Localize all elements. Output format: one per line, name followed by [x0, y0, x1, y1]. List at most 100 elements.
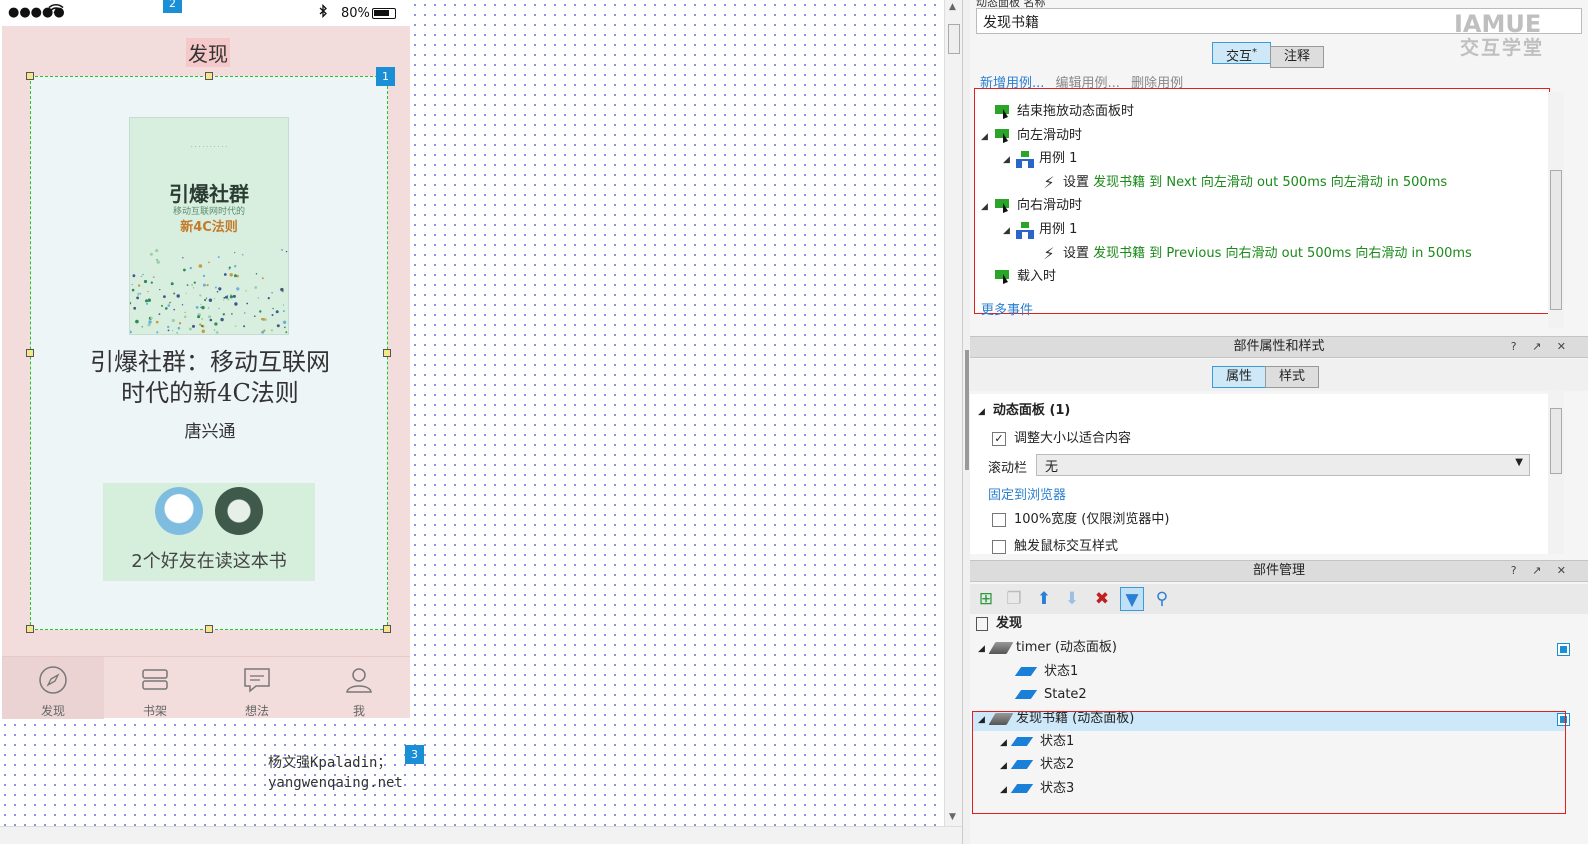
panel-splitter[interactable] — [962, 0, 970, 844]
scroll-thumb[interactable] — [1550, 170, 1562, 310]
canvas-horizontal-scrollbar[interactable] — [0, 826, 962, 844]
outline-state[interactable]: ◢状态1 — [1000, 732, 1074, 752]
scroll-thumb[interactable] — [948, 24, 960, 54]
event-trigger-icon — [993, 197, 1013, 215]
checkbox[interactable] — [992, 512, 1006, 527]
filter-icon[interactable]: ▼ — [1120, 587, 1144, 611]
panel-name-caption: 动态面板 名称 — [976, 0, 1046, 9]
lightning-icon: ⚡ — [1043, 172, 1055, 192]
section-header[interactable]: ◢动态面板 (1) — [978, 403, 1071, 418]
event-item[interactable]: ◢向右滑动时 — [981, 196, 1082, 216]
panel-controls[interactable]: ? ↗ ✕ — [1510, 564, 1572, 577]
checkbox[interactable] — [992, 539, 1006, 554]
event-item[interactable]: 载入时 — [981, 267, 1056, 287]
props-tabs: 属性样式 — [1212, 366, 1320, 390]
resize-handle[interactable] — [383, 625, 391, 633]
event-item[interactable]: ◢向左滑动时 — [981, 126, 1082, 146]
outline-item-discover-book[interactable]: ◢发现书籍 (动态面板) — [978, 709, 1134, 729]
friend-avatar[interactable] — [155, 487, 203, 535]
splitter-grip[interactable] — [965, 350, 969, 470]
resize-handle[interactable] — [26, 349, 34, 357]
scroll-down-icon[interactable]: ▼ — [949, 812, 956, 822]
event-item[interactable]: 结束拖放动态面板时 — [981, 102, 1134, 122]
tab-ideas[interactable]: 想法 — [206, 657, 308, 719]
state-icon — [1014, 690, 1038, 699]
book-title: 引爆社群：移动互联网 时代的新4C法则 — [31, 347, 389, 409]
visibility-toggle[interactable] — [1557, 713, 1570, 726]
collapse-triangle-icon: ◢ — [978, 644, 985, 654]
cover-subtitle: 移动互联网时代的 — [172, 207, 245, 217]
dynamic-panel-icon — [988, 641, 1014, 654]
dynamic-panel-discover-book[interactable]: · · · · · · · · · · 引爆社群 移动互联网时代的 新4C法则 … — [26, 72, 391, 633]
tab-me[interactable]: 我 — [308, 657, 410, 719]
tab-discover[interactable]: 发现 — [2, 657, 104, 719]
visibility-toggle[interactable] — [1557, 643, 1570, 656]
collapse-triangle-icon: ◢ — [981, 202, 988, 212]
case-icon — [1015, 221, 1035, 239]
phone-mockup[interactable]: ●●●●● 80% 2 发现 · · · · · · · · · · 引爆社群 … — [2, 0, 410, 719]
scroll-up-icon[interactable]: ▲ — [949, 2, 956, 12]
outline-state[interactable]: 状态1 — [1014, 662, 1078, 682]
tab-style[interactable]: 样式 — [1265, 366, 1320, 388]
pin-to-browser-link[interactable]: 固定到浏览器 — [988, 488, 1067, 503]
props-scrollbar[interactable] — [1548, 390, 1564, 554]
mouse-style-option[interactable]: 触发鼠标交互样式 — [992, 535, 1118, 554]
case-item[interactable]: ◢用例 1 — [1003, 149, 1077, 169]
delete-case-link[interactable]: 删除用例 — [1131, 76, 1184, 91]
more-events-link[interactable]: 更多事件 — [981, 303, 1034, 318]
fit-content-option[interactable]: ✓调整大小以适合内容 — [992, 427, 1131, 446]
add-case-link[interactable]: 新增用例... — [980, 76, 1045, 91]
events-scrollbar[interactable] — [1548, 92, 1564, 328]
action-item[interactable]: ⚡设置 发现书籍 到 Previous 向右滑动 out 500ms 向右滑动 … — [1039, 243, 1471, 264]
panel-controls[interactable]: ? ↗ ✕ — [1510, 340, 1572, 353]
resize-handle[interactable] — [205, 72, 213, 80]
outline-state[interactable]: ◢状态3 — [1000, 779, 1074, 799]
collapse-triangle-icon: ◢ — [978, 407, 985, 417]
selected-row-highlight — [972, 711, 1566, 731]
resize-handle[interactable] — [26, 72, 34, 80]
move-up-icon[interactable]: ⬆ — [1036, 589, 1052, 609]
right-panels: 动态面板 名称 发现书籍 IAMUE 交互学堂 交互*注释 新增用例... 编辑… — [970, 0, 1588, 844]
collapse-triangle-icon: ◢ — [978, 715, 985, 725]
panel-name-input[interactable]: 发现书籍 — [976, 8, 1582, 34]
case-item[interactable]: ◢用例 1 — [1003, 220, 1077, 240]
book-cover-image[interactable]: · · · · · · · · · · 引爆社群 移动互联网时代的 新4C法则 — [129, 117, 289, 335]
bottom-tab-bar: 发现 书架 想法 我 — [2, 656, 410, 719]
resize-handle[interactable] — [26, 625, 34, 633]
scrollbar-select[interactable]: 无▼ — [1036, 454, 1530, 476]
duplicate-icon[interactable]: ❐ — [1006, 589, 1022, 609]
move-down-icon[interactable]: ⬇ — [1064, 589, 1080, 609]
resize-handle[interactable] — [205, 625, 213, 633]
panel-title: 部件属性和样式 — [1233, 339, 1325, 354]
resize-handle[interactable] — [383, 349, 391, 357]
friends-reading-box[interactable]: 2个好友在读这本书 — [103, 483, 315, 581]
lightning-icon: ⚡ — [1043, 243, 1055, 263]
outline-state[interactable]: State2 — [1014, 685, 1087, 705]
tab-bookshelf[interactable]: 书架 — [104, 657, 206, 719]
friends-reading-text: 2个好友在读这本书 — [131, 551, 287, 572]
search-icon[interactable]: ⚲ — [1155, 589, 1169, 609]
outline-item-timer[interactable]: ◢timer (动态面板) — [978, 638, 1117, 658]
outline-page[interactable]: 发现 — [976, 614, 1022, 634]
properties-panel: ◢动态面板 (1) ✓调整大小以适合内容 滚动栏 无▼ 固定到浏览器 100%宽… — [970, 394, 1550, 554]
tab-interaction[interactable]: 交互* — [1212, 42, 1272, 64]
friend-avatar[interactable] — [215, 487, 263, 535]
cover-pattern — [130, 248, 288, 334]
collapse-triangle-icon: ◢ — [981, 132, 988, 142]
scroll-thumb[interactable] — [1550, 408, 1562, 474]
wifi-icon — [48, 3, 64, 21]
interaction-tabs: 交互*注释 — [1212, 42, 1325, 69]
outline-state[interactable]: ◢状态2 — [1000, 755, 1074, 775]
tab-properties[interactable]: 属性 — [1212, 366, 1267, 388]
full-width-option[interactable]: 100%宽度 (仅限浏览器中) — [992, 508, 1169, 527]
canvas-vertical-scrollbar[interactable]: ▲ ▼ — [944, 0, 962, 826]
add-state-icon[interactable]: ⊞ — [978, 589, 994, 609]
logo-text-en: IAMUE — [1454, 10, 1542, 38]
tab-notes[interactable]: 注释 — [1270, 46, 1325, 69]
checkbox-checked[interactable]: ✓ — [992, 431, 1006, 446]
edit-case-link[interactable]: 编辑用例... — [1055, 76, 1120, 91]
delete-icon[interactable]: ✖ — [1094, 589, 1110, 609]
cover-title: 引爆社群 — [169, 182, 249, 206]
action-item[interactable]: ⚡设置 发现书籍 到 Next 向左滑动 out 500ms 向左滑动 in 5… — [1039, 173, 1447, 193]
book-author: 唐兴通 — [184, 422, 236, 442]
